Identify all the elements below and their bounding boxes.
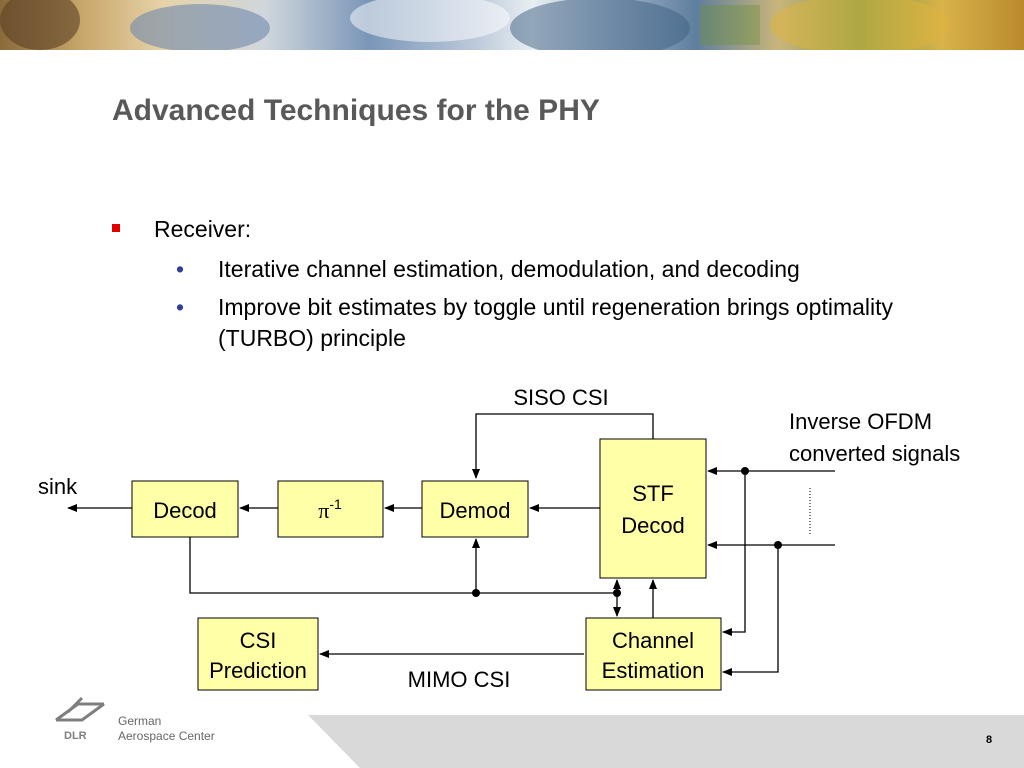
junction-dot: [613, 589, 621, 597]
organization-name: German Aerospace Center: [118, 714, 215, 744]
mimo-csi-label: MIMO CSI: [408, 667, 511, 692]
block-label-line2: Decod: [621, 513, 685, 538]
block-label-line2: Prediction: [209, 658, 307, 683]
siso-csi-feedback-line: [472, 413, 654, 479]
block-stf-decod: STF Decod: [599, 438, 707, 579]
block-pi-inverse: π-1: [277, 480, 384, 538]
junction-dots: [472, 467, 782, 597]
pi-symbol: π: [318, 498, 329, 523]
square-bullet-icon: [112, 224, 120, 232]
sink-label: sink: [38, 474, 78, 499]
logo-text: DLR: [64, 730, 87, 742]
input-n-to-estimation-arrow: [722, 545, 779, 676]
slide-title: Advanced Techniques for the PHY: [112, 94, 600, 127]
receiver-block-diagram: Decod π-1 Demod STF Decod CSI Prediction…: [38, 385, 960, 692]
signal-lines: [67, 413, 835, 676]
block-label: Demod: [440, 498, 511, 523]
block-label: Decod: [153, 498, 217, 523]
header-banner: [0, 0, 1024, 50]
junction-dot: [741, 467, 749, 475]
block-label: π-1: [318, 496, 342, 523]
block-demod: Demod: [421, 480, 529, 538]
block-csi-prediction: CSI Prediction: [197, 617, 319, 691]
inverse-ofdm-label-line1: Inverse OFDM: [789, 409, 932, 434]
dlr-logo-icon: DLR: [55, 696, 105, 742]
superscript-minus-one: -1: [329, 496, 342, 512]
input-1-to-estimation-arrow: [722, 471, 746, 636]
page-number: 8: [986, 734, 993, 746]
org-line2: Aerospace Center: [118, 729, 215, 743]
siso-csi-label: SISO CSI: [513, 385, 608, 410]
decoder-feedback-line: [189, 537, 617, 594]
banner-imagery: [0, 0, 950, 50]
block-label-line1: CSI: [240, 628, 277, 653]
footer-band: [308, 715, 1024, 768]
junction-dot: [472, 589, 480, 597]
block-label-line1: Channel: [612, 628, 694, 653]
block-label-line2: Estimation: [602, 658, 705, 683]
inverse-ofdm-label-line2: converted signals: [789, 441, 960, 466]
round-bullet-icon: •: [176, 256, 185, 282]
round-bullet-icon: •: [176, 294, 185, 320]
block-decod: Decod: [131, 480, 239, 538]
bullet-text: Improve bit estimates by toggle until re…: [218, 294, 894, 351]
org-line1: German: [118, 714, 162, 728]
block-label-line1: STF: [632, 481, 674, 506]
bullet-text: Receiver:: [154, 216, 252, 242]
block-channel-estimation: Channel Estimation: [585, 617, 722, 691]
junction-dot: [774, 541, 782, 549]
bullet-text: Iterative channel estimation, demodulati…: [218, 256, 800, 282]
